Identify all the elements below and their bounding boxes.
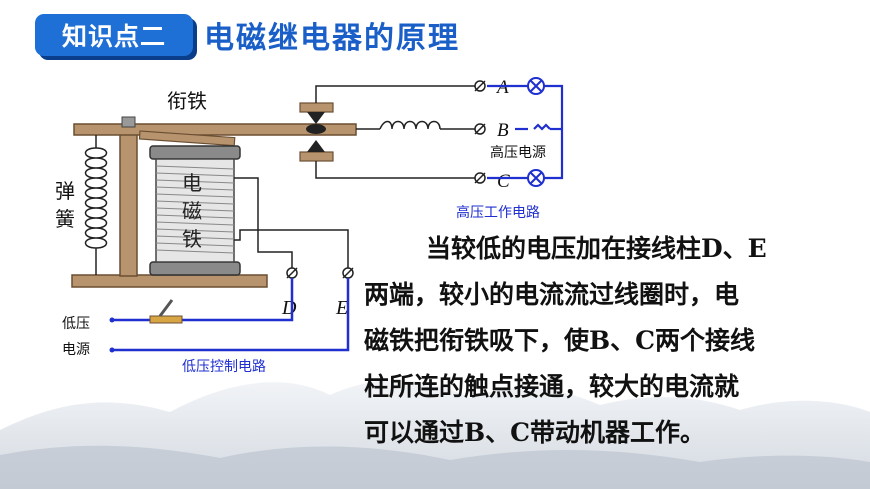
magnet-top-cap (149, 145, 241, 160)
lamp-a-icon (527, 77, 545, 95)
explanation-line-1: 当较低的电压加在接线柱D、E (426, 234, 767, 263)
relay-base (71, 274, 268, 288)
section-badge: 知识点二 (35, 14, 193, 56)
explanation-line-3: 磁铁把衔铁吸下，使B、C两个接线 (364, 326, 756, 355)
low-voltage-source-label-2: 电源 (62, 341, 90, 357)
explanation-line-2: 两端，较小的电流流过线圈时，电 (364, 280, 740, 309)
spring-label-2: 簧 (55, 208, 75, 231)
spring-label-1: 弹 (55, 180, 75, 203)
armature-pivot (121, 116, 136, 128)
terminal-a-label: A (495, 77, 509, 98)
high-voltage-load-wires (487, 84, 564, 180)
upper-contact-bar (299, 102, 334, 113)
relay-post (119, 129, 138, 277)
armature-arm (138, 130, 236, 147)
spring-coil (84, 135, 108, 275)
armature-contact (306, 124, 326, 134)
high-voltage-circuit-label: 高压工作电路 (456, 204, 540, 220)
upper-contact (307, 112, 325, 124)
armature-label: 衔铁 (167, 90, 207, 113)
explanation-line-4: 柱所连的触点接通，较大的电流就 (364, 372, 740, 401)
page-title: 电磁继电器的原理 (204, 21, 460, 56)
lower-contact-bar (299, 151, 334, 162)
coil-wires (234, 177, 349, 268)
magnet-label-3: 铁 (182, 228, 202, 251)
low-voltage-wires (112, 278, 350, 352)
coil-windings (155, 165, 235, 254)
terminal-d-label: D (281, 297, 297, 319)
terminal-c-label: C (497, 171, 510, 192)
high-voltage-wires (315, 85, 475, 179)
lower-contact (307, 140, 325, 152)
low-voltage-circuit-label: 低压控制电路 (182, 358, 266, 374)
explanation-line-5: 可以通过B、C带动机器工作。 (364, 418, 706, 447)
low-voltage-source-label-1: 低压 (62, 315, 90, 331)
explanation-text: 当较低的电压加在接线柱D、E 两端，较小的电流流过线圈时，电 磁铁把衔铁吸下，使… (364, 226, 864, 456)
terminal-b-label: B (497, 120, 509, 141)
high-voltage-source-label: 高压电源 (490, 144, 546, 160)
terminal-e-label: E (335, 297, 348, 319)
switch (149, 299, 183, 324)
magnet-label-1: 电 (182, 172, 202, 195)
magnet-label-2: 磁 (182, 200, 202, 223)
lamp-c-icon (527, 169, 545, 187)
magnet-bottom-cap (149, 261, 241, 276)
